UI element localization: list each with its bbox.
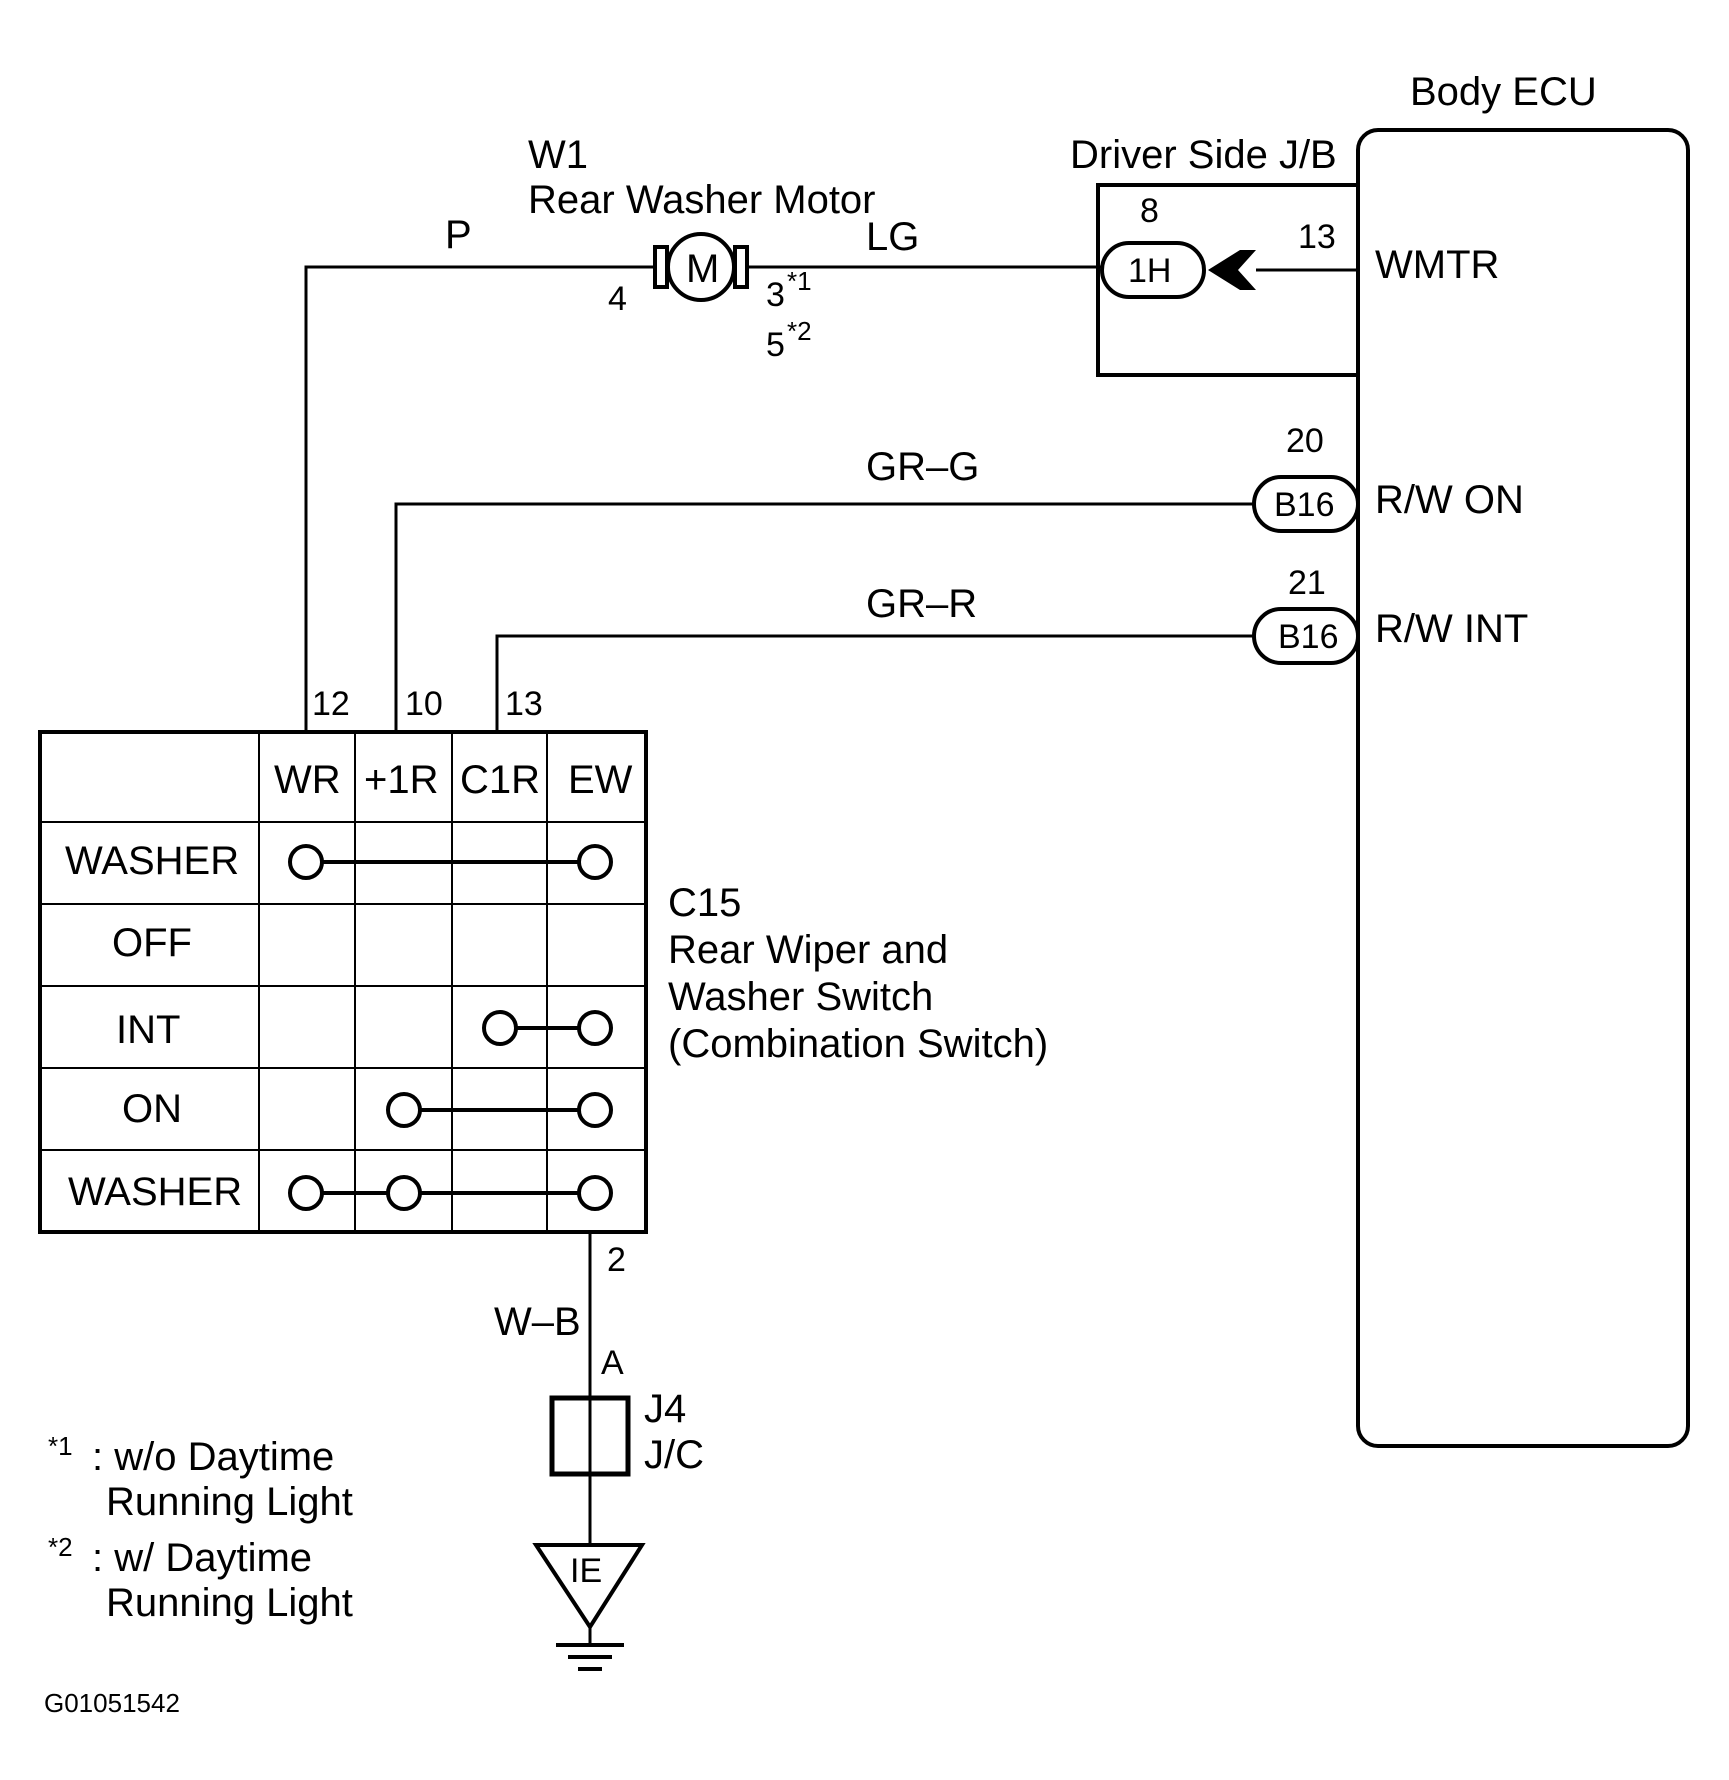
- switch-row-washer-2: WASHER: [68, 1170, 242, 1214]
- note-2-line2: Running Light: [106, 1581, 353, 1625]
- figure-id: G01051542: [44, 1688, 180, 1718]
- motor-pin-5: 5: [766, 326, 785, 364]
- wire-gr-r: [495, 634, 1254, 732]
- contact-circle-icon: [288, 844, 324, 880]
- contact-circle-icon: [577, 844, 613, 880]
- wire-p: [304, 265, 655, 732]
- wire-p-label: P: [445, 213, 472, 257]
- switch-row-washer-1: WASHER: [65, 839, 239, 883]
- wire-lg-label: LG: [866, 215, 919, 259]
- jc-pin-a: A: [601, 1344, 624, 1382]
- contact-circle-icon: [386, 1175, 422, 1211]
- connector-b16-on-label: B16: [1274, 486, 1335, 524]
- ground-label: IE: [570, 1552, 602, 1590]
- contact-circle-icon: [482, 1010, 518, 1046]
- note-2-mark: *2: [48, 1532, 73, 1562]
- switch-contacts: [288, 844, 613, 1211]
- note-1-line1: : w/o Daytime: [92, 1435, 334, 1479]
- switch-table-grid: [40, 732, 646, 1232]
- contact-circle-icon: [288, 1175, 324, 1211]
- motor-icon: [666, 232, 736, 302]
- switch-pin-2: 2: [607, 1241, 626, 1279]
- motor-code: W1: [528, 133, 588, 177]
- switch-name-2: Washer Switch: [668, 975, 933, 1019]
- driver-side-jb-title: Driver Side J/B: [1070, 133, 1337, 177]
- switch-row-int: INT: [116, 1008, 180, 1052]
- ecu-pin-rw-int: R/W INT: [1375, 607, 1528, 651]
- switch-col-c1r: C1R: [460, 758, 540, 802]
- motor-right-terminal: [733, 245, 749, 289]
- wire-gr-g-label: GR–G: [866, 445, 979, 489]
- contact-circle-icon: [577, 1010, 613, 1046]
- driver-side-jb-box: [1096, 183, 1360, 377]
- motor-name: Rear Washer Motor: [528, 178, 876, 222]
- connector-arrow-icon: [1208, 250, 1256, 290]
- switch-col-wr: WR: [274, 758, 341, 802]
- motor-left-terminal: [653, 245, 669, 289]
- body-ecu-title: Body ECU: [1410, 70, 1597, 114]
- switch-col-ew: EW: [568, 758, 633, 802]
- switch-pin-13: 13: [505, 685, 543, 723]
- ground-icon: [556, 1643, 624, 1671]
- switch-pin-12: 12: [312, 685, 350, 723]
- contact-circle-icon: [386, 1092, 422, 1128]
- connector-1h-label: 1H: [1128, 252, 1171, 290]
- wire-gr-g: [394, 502, 1254, 732]
- b16-pin-21: 21: [1288, 564, 1326, 602]
- connector-b16-int: [1252, 607, 1360, 665]
- note-2-line1: : w/ Daytime: [92, 1536, 312, 1580]
- connector-b16-int-label: B16: [1278, 618, 1339, 656]
- switch-table: [38, 730, 648, 1234]
- note-1-mark: *1: [48, 1431, 73, 1461]
- ground-point-icon: [532, 1543, 646, 1631]
- wire-gr-r-label: GR–R: [866, 582, 977, 626]
- body-ecu-box: [1356, 128, 1690, 1448]
- jb-pin-8: 8: [1140, 192, 1159, 230]
- ecu-pin-rw-on: R/W ON: [1375, 478, 1524, 522]
- jc-code: J4: [644, 1387, 686, 1431]
- motor-pin-3-note: *1: [787, 266, 812, 296]
- note-1-line2: Running Light: [106, 1480, 353, 1524]
- wire-w-b-label: W–B: [494, 1300, 581, 1344]
- switch-row-on: ON: [122, 1087, 182, 1131]
- motor-pin-4: 4: [608, 280, 627, 318]
- motor-pin-5-note: *2: [787, 316, 812, 346]
- jc-name: J/C: [644, 1433, 704, 1477]
- jb-pin-13: 13: [1298, 218, 1336, 256]
- connector-b16-on: [1252, 475, 1360, 533]
- motor-pin-3: 3: [766, 276, 785, 314]
- ecu-pin-wmtr: WMTR: [1375, 243, 1499, 287]
- switch-pin-10: 10: [405, 685, 443, 723]
- connector-1h: [1100, 241, 1206, 299]
- motor-symbol: M: [686, 247, 719, 291]
- switch-code: C15: [668, 881, 741, 925]
- switch-row-off: OFF: [112, 921, 192, 965]
- contact-circle-icon: [577, 1092, 613, 1128]
- contact-circle-icon: [577, 1175, 613, 1211]
- switch-col-plus1r: +1R: [364, 758, 439, 802]
- switch-name-3: (Combination Switch): [668, 1022, 1048, 1066]
- switch-name-1: Rear Wiper and: [668, 928, 948, 972]
- b16-pin-20: 20: [1286, 422, 1324, 460]
